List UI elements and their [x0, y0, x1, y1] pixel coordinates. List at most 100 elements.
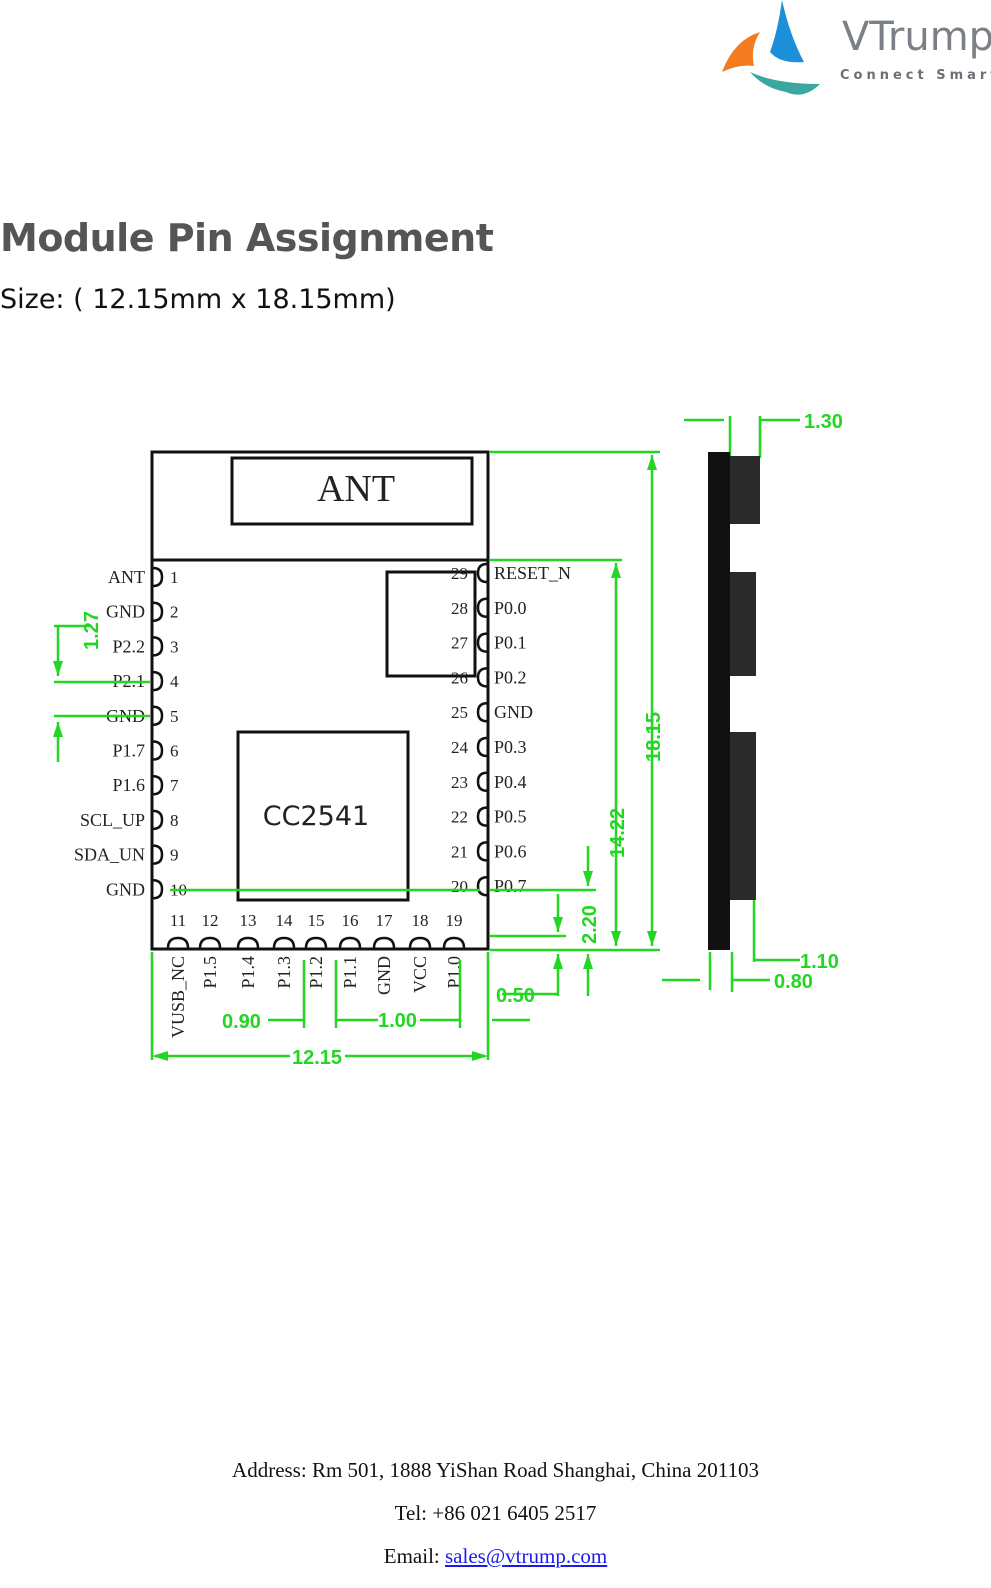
right-pin-name: P0.4 [494, 772, 527, 792]
bottom-pin-pad [198, 936, 222, 949]
right-pin-number: 28 [451, 599, 468, 618]
bottom-pin-number: 14 [276, 911, 294, 930]
bottom-pin-number: 17 [376, 911, 394, 930]
bottom-pin-name: VCC [410, 956, 430, 993]
bottom-pin-number: 12 [202, 911, 219, 930]
footer-email-label: Email: [383, 1544, 445, 1568]
left-pin-number: 7 [170, 776, 179, 795]
left-pin-name: GND [106, 879, 145, 899]
right-pin-name: P0.5 [494, 807, 527, 827]
right-pin-name: P0.2 [494, 667, 527, 687]
bottom-pin-number: 15 [308, 911, 325, 930]
left-pin-number: 4 [170, 672, 179, 691]
module-outline [150, 450, 490, 951]
bottom-pin-number: 16 [342, 911, 359, 930]
right-pin-number: 25 [451, 703, 468, 722]
left-pin-number: 2 [170, 603, 179, 622]
bottom-pin-number: 11 [170, 911, 186, 930]
right-pin-pad [476, 875, 488, 897]
bottom-pin-pad [408, 936, 432, 949]
vtrump-logo-icon [722, 0, 820, 95]
chip-label: CC2541 [263, 801, 369, 832]
dim-side-b: 0.80 [774, 971, 813, 993]
left-pin-number: 1 [170, 568, 179, 587]
left-pin-name: ANT [108, 567, 145, 587]
dim-edge: 0.50 [496, 985, 535, 1007]
left-pin-pad [152, 740, 164, 761]
bottom-pin-name: P1.2 [306, 956, 326, 989]
right-pin-number: 24 [451, 738, 469, 757]
left-pin-number: 9 [170, 846, 179, 865]
bottom-pin-number: 18 [412, 911, 429, 930]
bottom-pin-number: 13 [240, 911, 257, 930]
logo-tagline: Connect Smart [840, 68, 991, 83]
left-pin-name: SDA_UN [74, 845, 145, 865]
bottom-pin-pad [236, 936, 260, 949]
right-pin-name: P0.7 [494, 876, 527, 896]
dimension-arrows [53, 455, 657, 1061]
right-pin-number: 20 [451, 877, 468, 896]
footer-tel: Tel: +86 021 6405 2517 [394, 1501, 597, 1525]
bottom-pin-name: VUSB_NC [168, 956, 188, 1038]
left-pin-number: 6 [170, 742, 179, 761]
right-pin-pad [476, 736, 488, 758]
left-pin-name: P1.6 [112, 775, 145, 795]
right-pin-name: P0.3 [494, 737, 527, 757]
right-pin-pad [476, 667, 488, 688]
left-pin-name: P2.2 [112, 636, 145, 656]
page-title: Module Pin Assignment [0, 216, 494, 260]
side-view [708, 452, 760, 950]
dim-pad-pitch: 1.00 [378, 1010, 417, 1032]
module-size: Size: ( 12.15mm x 18.15mm) [0, 284, 396, 315]
right-pin-pad [476, 771, 488, 793]
shield-box [385, 570, 477, 678]
right-pin-pad [476, 806, 488, 827]
right-pin-number: 21 [451, 842, 468, 861]
right-pin-name: P0.6 [494, 841, 527, 861]
left-pin-pad [152, 705, 164, 727]
right-pin-pad [476, 597, 488, 619]
dim-height: 18.15 [643, 712, 665, 762]
bottom-pin-name: P1.1 [340, 956, 360, 989]
bottom-pin-pad [304, 936, 328, 949]
right-pin-number: 27 [451, 634, 469, 653]
dim-width: 12.15 [292, 1047, 342, 1069]
dim-side-a: 1.10 [800, 951, 839, 973]
email-link[interactable]: sales@vtrump.com [445, 1544, 608, 1568]
right-pin-number: 26 [451, 668, 468, 687]
bottom-pin-pad [272, 936, 296, 949]
dim-thickness: 1.30 [804, 411, 843, 433]
right-pin-name: RESET_N [494, 563, 571, 583]
dim-pin-span: 14.22 [607, 808, 629, 858]
bottom-pin-name: P1.5 [200, 956, 220, 989]
bottom-pin-name: GND [374, 956, 394, 995]
right-pin-pad [476, 562, 488, 584]
right-pin-number: 22 [451, 808, 468, 827]
bottom-pin-pad [338, 936, 362, 949]
right-pin-pad [476, 841, 488, 862]
left-pin-name: SCL_UP [80, 810, 145, 830]
logo-name: VTrump [842, 14, 991, 60]
left-pin-number: 3 [170, 637, 179, 656]
bottom-pin-name: P1.4 [238, 956, 258, 989]
right-pin-number: 23 [451, 773, 468, 792]
dim-bottom-offset: 2.20 [579, 905, 601, 944]
left-pin-pad [152, 879, 164, 900]
left-pin-number: 5 [170, 707, 179, 726]
antenna-box [230, 456, 474, 526]
right-pin-name: P0.0 [494, 598, 527, 618]
left-pin-pad [152, 566, 164, 588]
left-pin-pad [152, 844, 164, 865]
right-pin-name: P0.1 [494, 633, 527, 653]
left-pin-pad [152, 636, 164, 657]
bottom-pin-number: 19 [446, 911, 463, 930]
bottom-pin-pad [166, 936, 190, 949]
bottom-pin-pad [442, 936, 466, 949]
bottom-pin-row: 11VUSB_NC12P1.513P1.414P1.315P1.216P1.11… [166, 911, 466, 1038]
right-pin-number: 29 [451, 564, 468, 583]
chip-box [236, 730, 410, 902]
left-pin-number: 8 [170, 811, 179, 830]
left-pin-name: P1.7 [112, 741, 145, 761]
footer-email-line: Email: sales@vtrump.com [0, 1541, 991, 1584]
